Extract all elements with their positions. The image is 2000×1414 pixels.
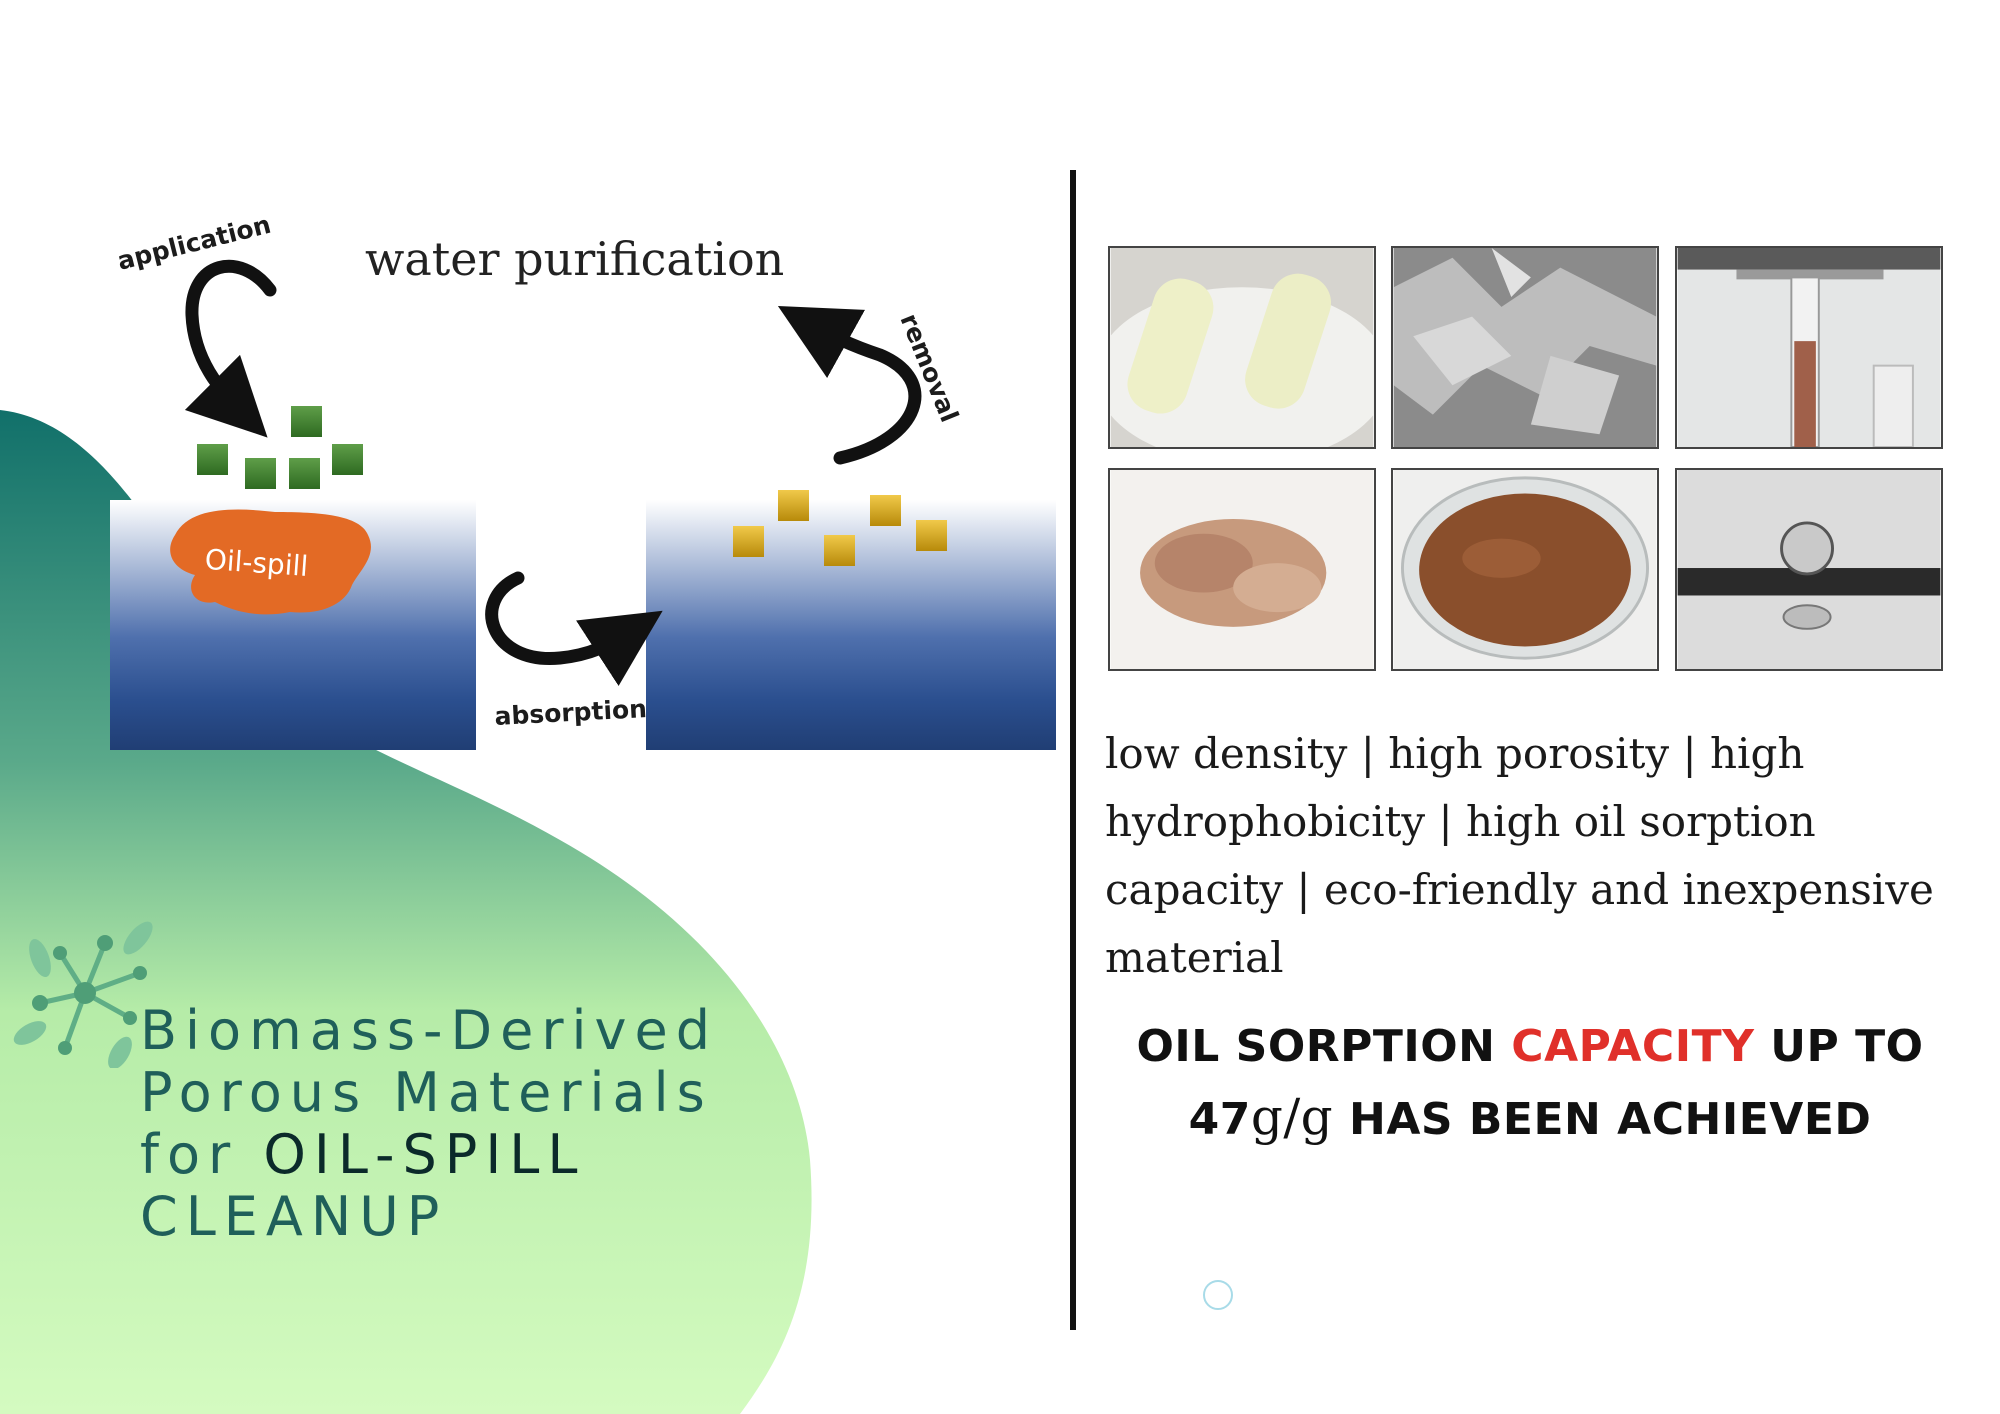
poster-title: Biomass-Derived Porous Materials for OIL… [140, 1000, 780, 1248]
sorbent-cube-green [197, 444, 228, 475]
sorbent-cube-green [289, 458, 320, 489]
petri-dish-powder-photo [1391, 468, 1659, 671]
title-prefix: for [140, 1123, 264, 1186]
sorbent-cube-green [332, 444, 363, 475]
water-droplet-contact-angle-photo [1675, 468, 1943, 671]
claim-text: OIL SORPTION [1136, 1021, 1512, 1072]
material-properties: low density | high porosity | high hydro… [1105, 729, 1934, 982]
sorbent-cube-green [291, 406, 322, 437]
saturated-cube-gold [733, 526, 764, 557]
oil-spill-label: Oil-spill [204, 543, 309, 583]
saturated-cube-gold [824, 535, 855, 566]
biomass-molecule-logo-icon [13, 921, 153, 1068]
sorbent-cube-green [245, 458, 276, 489]
title-line: for OIL-SPILL [140, 1124, 780, 1186]
title-emphasis: OIL-SPILL [263, 1123, 586, 1186]
decorative-ring [1203, 1280, 1233, 1310]
title-line: CLEANUP [140, 1185, 448, 1248]
absorption-arrow [485, 571, 663, 686]
sorption-capacity-claim: OIL SORPTION CAPACITY UP TO 47g/g HAS BE… [1070, 1012, 1990, 1155]
oil-spill-blob [170, 509, 371, 615]
title-line: Porous Materials [140, 1061, 713, 1124]
claim-text: HAS BEEN ACHIEVED [1333, 1094, 1872, 1145]
absorption-label: absorption [494, 694, 648, 731]
fiber-biomass-photo [1108, 468, 1376, 671]
vertical-divider [1070, 170, 1076, 1330]
test-tube-photo [1675, 246, 1943, 449]
diagram-title: water purification [365, 232, 784, 286]
title-line: Biomass-Derived [140, 999, 718, 1062]
sem-micrograph-photo [1391, 246, 1659, 449]
saturated-cube-gold [778, 490, 809, 521]
saturated-cube-gold [916, 520, 947, 551]
claim-highlight: CAPACITY [1511, 1021, 1755, 1072]
saturated-cube-gold [870, 495, 901, 526]
removal-arrow [777, 306, 922, 465]
application-arrow [184, 259, 277, 438]
oil-spill-cleanup-diagram: Oil-spill water purification application… [110, 210, 1056, 750]
sponge-cylinders-photo [1108, 246, 1376, 449]
claim-unit: g/g [1250, 1088, 1334, 1146]
claim-text: UP TO 47 [1188, 1021, 1924, 1145]
